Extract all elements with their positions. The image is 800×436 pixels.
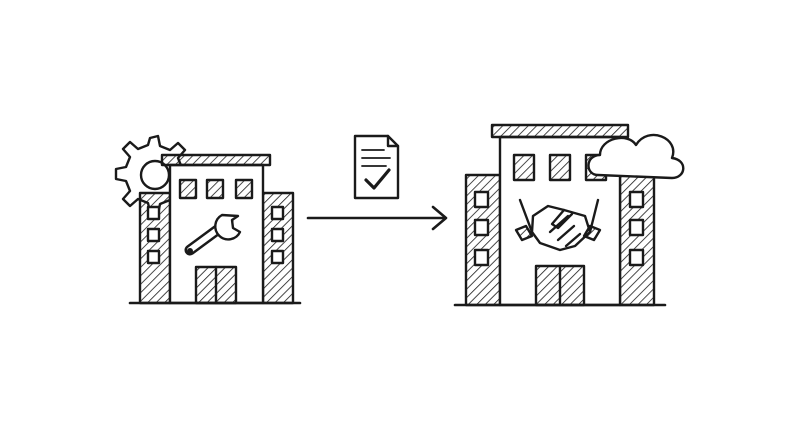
- roof: [490, 123, 630, 139]
- roof: [160, 153, 272, 167]
- left-wing: [464, 173, 502, 307]
- document-check-icon: [353, 134, 400, 200]
- cloud-icon: [587, 133, 685, 180]
- arrow-right-icon: [306, 205, 448, 231]
- handshake-icon: [514, 198, 602, 252]
- right-building: [453, 123, 685, 307]
- wrench-icon: [184, 213, 242, 256]
- connector: [306, 134, 448, 231]
- left-building: [114, 134, 302, 305]
